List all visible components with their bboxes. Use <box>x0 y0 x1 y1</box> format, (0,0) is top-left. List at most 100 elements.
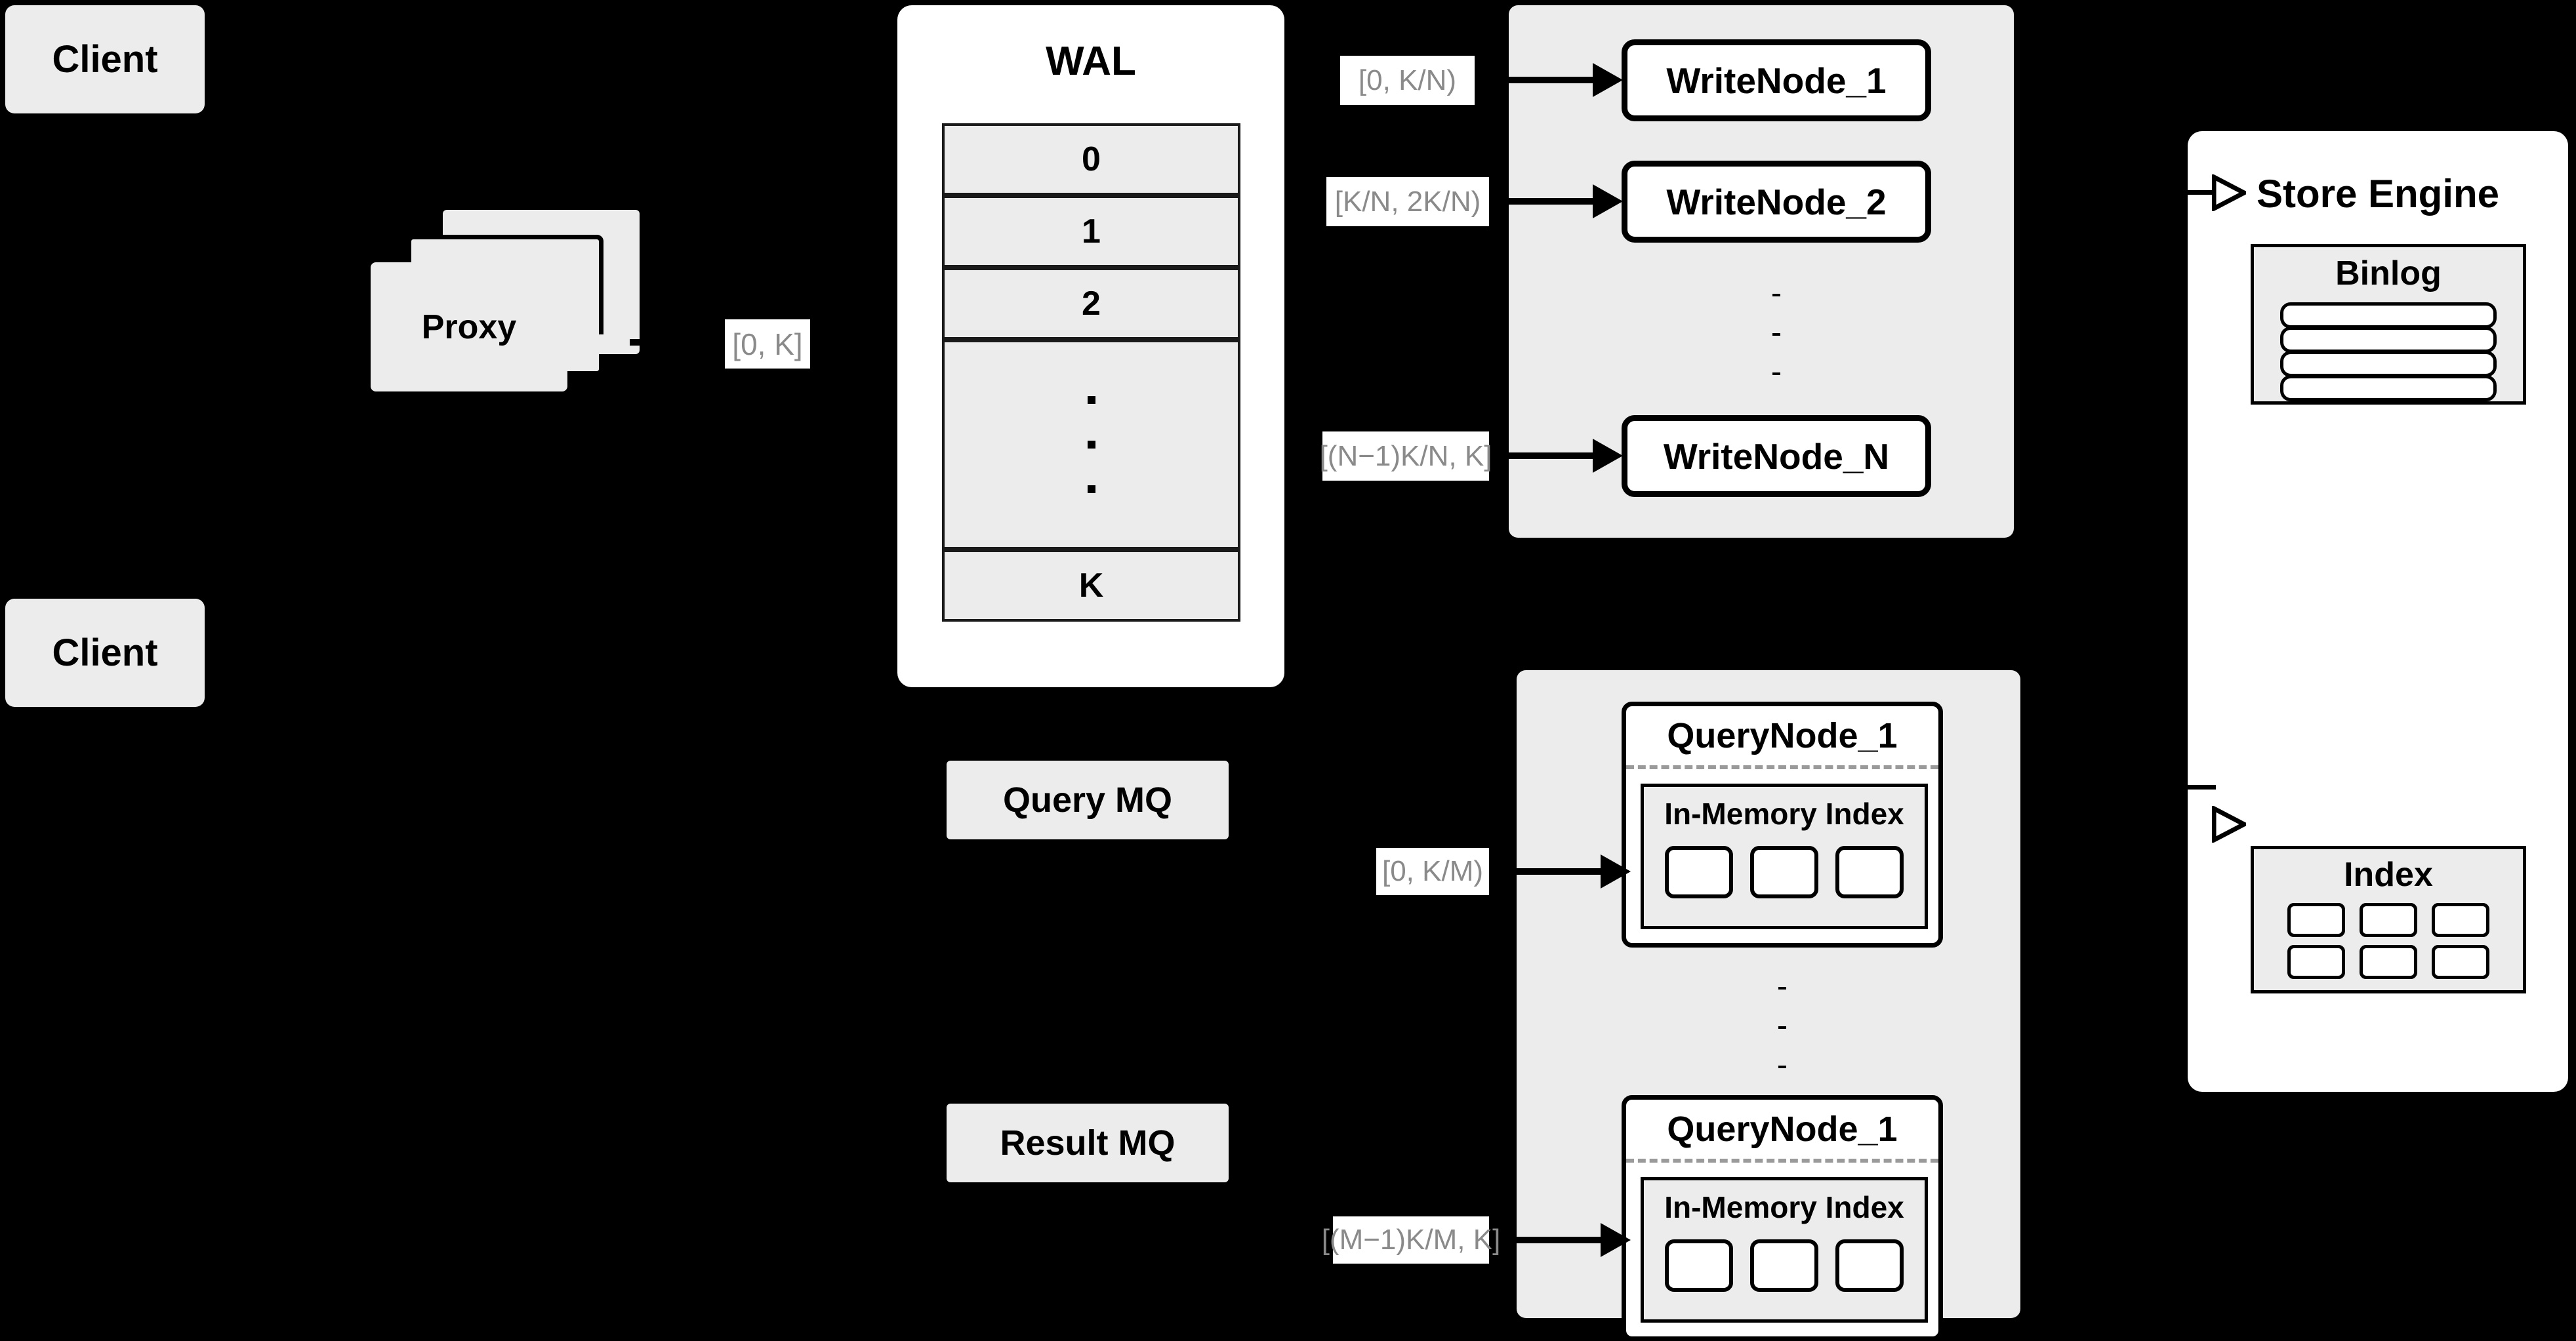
edge-label-mq-to-query-1: [0, K/M) <box>1376 848 1489 895</box>
proxy-node[interactable]: Proxy <box>371 262 567 391</box>
client-node-2[interactable]: Client <box>5 599 205 707</box>
store-engine-title-text: Store Engine <box>2256 171 2500 216</box>
store-index-cell[interactable] <box>2287 945 2345 979</box>
query-node-1-title: QueryNode_1 <box>1626 706 1938 765</box>
query-node-group: QueryNode_1 In-Memory Index QueryNode_1 <box>1517 670 2020 1341</box>
arrow-line-wal-to-write-1 <box>1489 77 1598 83</box>
wal-title: WAL <box>897 38 1284 84</box>
edge-label-wal-to-write-n: [(N−1)K/N, K] <box>1319 431 1492 481</box>
query-node-m-title-text: QueryNode_1 <box>1667 1110 1898 1149</box>
store-index-cell[interactable] <box>2360 903 2417 937</box>
arrow-line-mq-to-query-m <box>1500 1237 1606 1243</box>
index-cell[interactable] <box>1665 846 1733 898</box>
index-cell[interactable] <box>1750 1239 1818 1292</box>
wal-panel: WAL 0 1 2 K <box>897 5 1284 687</box>
query-node-m-index-title: In-Memory Index <box>1644 1180 1925 1234</box>
arrow-line-wal-to-write-n <box>1500 452 1598 459</box>
store-index-cell[interactable] <box>2432 945 2489 979</box>
wal-entry-ellipsis <box>942 340 1240 550</box>
store-index-cell[interactable] <box>2360 945 2417 979</box>
wal-entry-list: 0 1 2 K <box>942 123 1240 622</box>
binlog-row[interactable] <box>2280 351 2497 377</box>
binlog-row[interactable] <box>2280 302 2497 329</box>
write-node-1[interactable]: WriteNode_1 <box>1622 39 1931 121</box>
query-node-1[interactable]: QueryNode_1 In-Memory Index <box>1622 702 1943 948</box>
wal-title-text: WAL <box>1046 38 1136 84</box>
arrowhead-mq-to-query-1 <box>1601 854 1631 889</box>
query-node-1-title-text: QueryNode_1 <box>1667 716 1898 755</box>
client-node-1-label: Client <box>52 38 158 81</box>
edge-label-wal-to-write-n-text: [(N−1)K/N, K] <box>1319 439 1492 472</box>
write-node-n-label: WriteNode_N <box>1663 435 1890 477</box>
store-engine-title: Store Engine <box>2188 167 2568 220</box>
edge-label-mq-to-query-m-text: [(M−1)K/M, K] <box>1321 1224 1501 1256</box>
query-node-m-title: QueryNode_1 <box>1626 1100 1938 1159</box>
result-mq-node[interactable]: Result MQ <box>947 1104 1229 1182</box>
wal-entry-1[interactable]: 1 <box>942 195 1240 268</box>
index-panel: Index <box>2251 846 2526 993</box>
edge-label-mq-to-query-m: [(M−1)K/M, K] <box>1322 1216 1500 1264</box>
query-node-1-separator <box>1626 765 1938 769</box>
edge-label-mq-to-query-1-text: [0, K/M) <box>1381 855 1484 887</box>
index-cell-row <box>2287 903 2489 937</box>
arrow-line-to-index <box>2184 785 2216 790</box>
binlog-row[interactable] <box>2280 327 2497 353</box>
write-node-2[interactable]: WriteNode_2 <box>1622 161 1931 243</box>
edge-label-proxy-to-wal: [0, K] <box>725 319 810 369</box>
client-node-1[interactable]: Client <box>5 5 205 113</box>
index-cell-row <box>2287 945 2489 979</box>
binlog-row[interactable] <box>2280 375 2497 401</box>
query-node-1-index-panel: In-Memory Index <box>1641 784 1928 929</box>
query-node-1-index-title: In-Memory Index <box>1644 787 1925 841</box>
arrowhead-open-to-binlog <box>2212 174 2246 211</box>
index-cell[interactable] <box>1835 846 1904 898</box>
client-node-2-label: Client <box>52 631 158 674</box>
arrowhead-open-to-index <box>2212 806 2246 843</box>
query-mq-node[interactable]: Query MQ <box>947 761 1229 839</box>
arrow-line-mq-to-query-1 <box>1500 868 1606 875</box>
index-cell[interactable] <box>1750 846 1818 898</box>
query-node-vertical-ellipsis-icon <box>1774 969 1790 1087</box>
binlog-panel: Binlog <box>2251 244 2526 405</box>
proxy-stack[interactable]: Proxy <box>371 210 672 439</box>
proxy-to-wal-connector <box>630 339 669 346</box>
edge-label-proxy-to-wal-text: [0, K] <box>732 327 803 361</box>
index-title: Index <box>2254 849 2523 900</box>
store-engine-panel: Store Engine Binlog Index <box>2188 131 2568 1092</box>
query-node-1-index-cells <box>1644 846 1925 898</box>
write-node-n[interactable]: WriteNode_N <box>1622 415 1931 497</box>
arrowhead-mq-to-query-m <box>1601 1223 1631 1257</box>
binlog-row-list <box>2254 302 2523 401</box>
wal-entry-0-label: 0 <box>1082 140 1101 178</box>
store-index-cell[interactable] <box>2432 903 2489 937</box>
wal-entry-2[interactable]: 2 <box>942 268 1240 340</box>
wal-entry-k-label: K <box>1078 567 1104 605</box>
arrowhead-wal-to-write-n <box>1593 439 1623 473</box>
index-cell[interactable] <box>1835 1239 1904 1292</box>
arrow-line-wal-to-write-2 <box>1500 198 1598 205</box>
write-node-vertical-ellipsis-icon <box>1768 275 1784 393</box>
binlog-title-text: Binlog <box>2335 254 2442 292</box>
query-node-1-index-title-text: In-Memory Index <box>1664 797 1904 831</box>
index-cell[interactable] <box>1665 1239 1733 1292</box>
proxy-node-label: Proxy <box>421 308 517 346</box>
query-node-m-index-panel: In-Memory Index <box>1641 1177 1928 1323</box>
edge-label-wal-to-write-1: [0, K/N) <box>1340 56 1475 105</box>
index-title-text: Index <box>2344 856 2433 894</box>
wal-entry-k[interactable]: K <box>942 550 1240 622</box>
query-node-m[interactable]: QueryNode_1 In-Memory Index <box>1622 1095 1943 1341</box>
wal-entry-2-label: 2 <box>1082 285 1101 323</box>
wal-vertical-ellipsis-icon <box>1087 378 1095 511</box>
store-index-cell[interactable] <box>2287 903 2345 937</box>
edge-label-wal-to-write-2-text: [K/N, 2K/N) <box>1334 185 1481 218</box>
query-node-m-index-cells <box>1644 1239 1925 1292</box>
index-cell-grid <box>2254 903 2523 979</box>
arrowhead-wal-to-write-1 <box>1593 63 1623 97</box>
arrow-line-to-binlog <box>2184 190 2216 195</box>
edge-label-wal-to-write-1-text: [0, K/N) <box>1358 64 1457 96</box>
result-mq-label: Result MQ <box>1000 1123 1176 1163</box>
wal-entry-0[interactable]: 0 <box>942 123 1240 195</box>
write-node-1-label: WriteNode_1 <box>1666 60 1887 101</box>
write-node-2-label: WriteNode_2 <box>1666 181 1887 222</box>
